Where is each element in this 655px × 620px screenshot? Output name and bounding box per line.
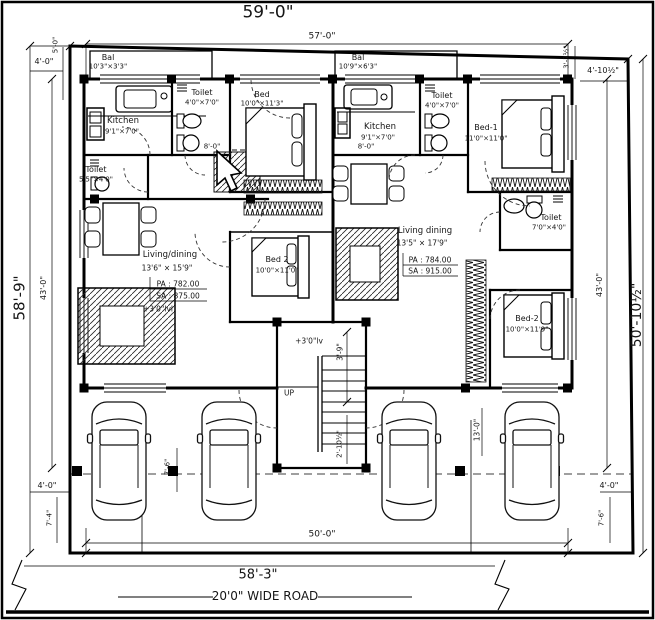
room-balcony-right-size: 10'9"×6'3"	[338, 62, 378, 71]
dim-stair-width: 3'-9"	[335, 343, 345, 361]
beds	[245, 95, 565, 360]
room-living-left-pa: PA : 782.00	[156, 279, 200, 289]
level-stair: +3'0"lv	[295, 336, 323, 346]
room-bed1-right: Bed-1	[474, 123, 498, 132]
dim-bottom-right-h: 4'-0"	[599, 481, 619, 490]
dimension-lines	[25, 39, 648, 558]
dim-top-right-h: 4'-10½"	[587, 66, 619, 75]
dim-bottom-inner: 50'-0"	[308, 529, 336, 540]
room-living-left: Living/dining	[142, 249, 198, 260]
room-balcony-left-size: 10'3"×3'3"	[88, 62, 128, 71]
sofas	[77, 227, 399, 365]
room-toilet-small-left: Toilet	[85, 165, 107, 174]
dining-sets	[84, 163, 405, 256]
dim-left-inner: 43'-0"	[39, 275, 48, 301]
room-kitchen-right-size: 9'1"×7'0"	[361, 133, 395, 142]
room-living-right-sa: SA : 915.00	[408, 266, 452, 276]
dim-right-outer: 50'-10½"	[629, 282, 645, 348]
toilet-fixtures	[90, 84, 563, 219]
room-toilet-top-left-size: 4'0"×7'0"	[185, 98, 219, 107]
dim-top-outer: 59'-0"	[242, 2, 294, 23]
stair-up-label: UP	[283, 388, 295, 398]
cursor-arrow-icon	[216, 149, 243, 193]
room-toilet-side-right: Toilet	[540, 213, 562, 222]
room-balcony-right: Bal	[351, 53, 365, 62]
room-living-left-sa: SA : 875.00	[156, 291, 200, 301]
dim-bottom-left-h: 4'-0"	[37, 481, 57, 490]
dim-bottom-left-v: 7'-4"	[45, 509, 54, 527]
room-toilet-small-left-size: 5'5"×4'0"	[79, 175, 113, 184]
dim-parking-depth: 13'-0"	[472, 418, 482, 442]
balconies	[89, 50, 458, 79]
dim-parking-bay: 7'-6"	[163, 458, 172, 476]
room-toilet-side-right-size: 7'0"×4'0"	[532, 223, 566, 232]
dim-right-inner: 43'-0"	[595, 272, 604, 298]
room-living-left-size: 13'6" × 15'9"	[141, 263, 193, 273]
room-bed2-left-size: 10'0"×11'0"	[255, 266, 299, 275]
room-toilet-top-right: Toilet	[431, 91, 453, 100]
dim-stair-lower: 2'-10½"	[335, 430, 344, 458]
room-balcony-left: Bal	[101, 53, 115, 62]
room-bed1-right-size: 11'0"×11'0"	[464, 134, 508, 143]
dim-bottom-right-v: 7'-6"	[597, 509, 606, 527]
room-bed-left: Bed	[254, 90, 270, 99]
room-bed2-left: Bed 2	[265, 255, 289, 264]
dim-lobby-left: 8'-0"	[203, 142, 221, 151]
dim-bottom-outer: 58'-3"	[238, 567, 278, 583]
staircase	[277, 355, 366, 452]
room-kitchen-left-size: 9'1"×7'0"	[105, 127, 139, 136]
room-toilet-top-right-size: 4'0"×7'0"	[425, 101, 459, 110]
dim-lobby-right: 8'-0"	[357, 142, 375, 151]
dim-top-left-v: 5'-0"	[51, 36, 60, 54]
road-label: 20'0" WIDE ROAD	[211, 589, 319, 603]
room-bed2-right: Bed-2	[515, 314, 539, 323]
road	[6, 559, 649, 614]
room-living-right-size: 13'5" × 17'9"	[396, 238, 448, 248]
plot-boundary	[68, 44, 635, 555]
dim-top-left-h: 4'-0"	[34, 57, 54, 66]
dim-left-outer: 58'-9"	[10, 275, 29, 321]
level-living: +3'0"lvl	[143, 304, 173, 314]
room-kitchen-right: Kitchen	[364, 121, 396, 132]
dim-top-inner: 57'-0"	[308, 31, 336, 42]
grill-hatches	[243, 177, 571, 383]
dim-top-right-v: 3'-7½"	[562, 45, 571, 69]
room-bed2-right-size: 10'0"×11'9"	[505, 325, 549, 334]
room-kitchen-left: Kitchen	[107, 115, 139, 126]
room-bed-left-size: 10'0"×11'3"	[240, 99, 284, 108]
room-toilet-top-left: Toilet	[191, 88, 213, 97]
room-living-right-pa: PA : 784.00	[408, 255, 452, 265]
room-living-right: Living dining	[397, 225, 453, 236]
